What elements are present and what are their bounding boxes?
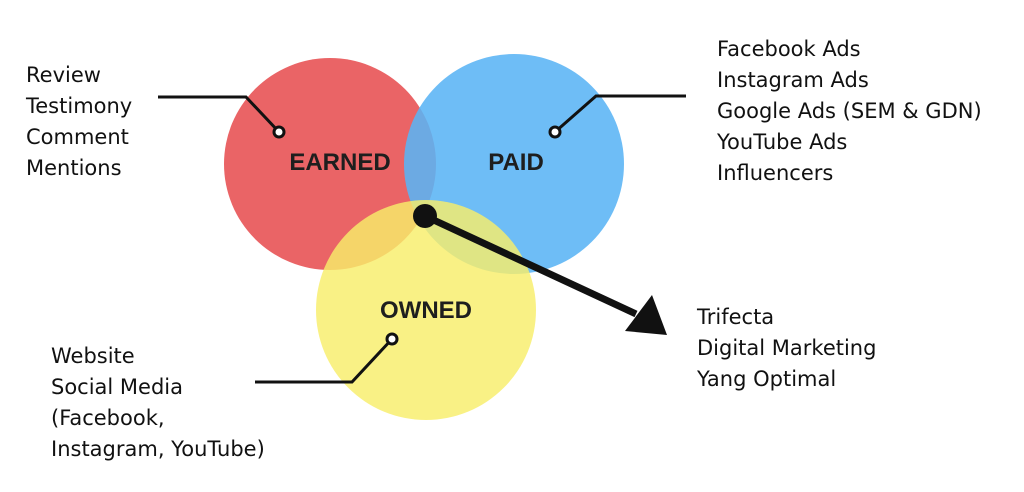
paid-label: PAID [488,149,544,176]
owned-item: Instagram, YouTube) [51,437,265,461]
paid-item: YouTube Ads [717,130,848,154]
result-arrow-head [625,295,667,335]
owned-connector-dot [385,332,399,346]
paid-item: Influencers [717,161,834,185]
result-item: Yang Optimal [697,367,837,391]
result-arrow-shaft [423,212,638,318]
paid-item: Facebook Ads [717,37,861,61]
owned-circle [316,200,536,420]
earned-items-list: Review Testimony Comment Mentions [26,60,132,184]
result-item: Trifecta [697,305,775,329]
owned-connector-line [255,337,394,384]
earned-item: Testimony [26,94,133,118]
center-intersection-dot [413,204,437,228]
result-item: Digital Marketing [697,336,877,360]
owned-item: Social Media [51,375,184,399]
earned-item: Mentions [26,156,122,180]
earned-label: EARNED [289,149,390,176]
earned-item: Comment [26,125,129,149]
earned-connector-dot [272,125,286,139]
paid-connector-dot [548,125,562,139]
result-items-list: Trifecta Digital Marketing Yang Optimal [697,302,876,395]
owned-item: (Facebook, [51,406,165,430]
paid-item: Instagram Ads [717,68,869,92]
owned-label: OWNED [380,297,472,324]
earned-connector-line [158,95,281,134]
paid-items-list: Facebook Ads Instagram Ads Google Ads (S… [717,34,982,189]
owned-items-list: Website Social Media (Facebook, Instagra… [51,341,265,465]
earned-item: Review [26,63,101,87]
paid-connector-line [554,94,686,134]
paid-item: Google Ads (SEM & GDN) [717,99,982,123]
owned-item: Website [51,344,135,368]
